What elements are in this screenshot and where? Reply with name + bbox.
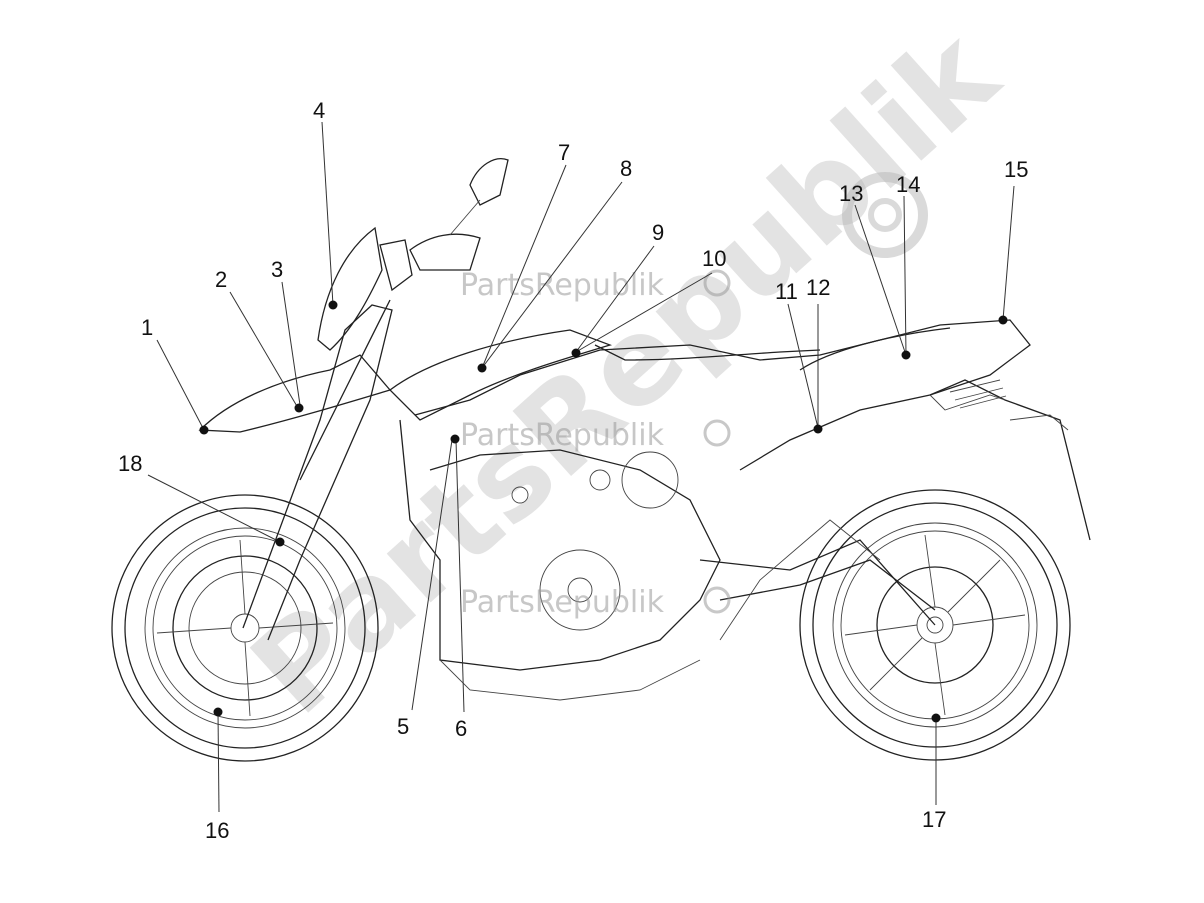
callout-11: 11 (775, 279, 798, 304)
callout-dot-1 (199, 425, 209, 435)
rear-wheel (799, 489, 1071, 761)
gear-icon (703, 419, 731, 447)
callout-5: 5 (397, 714, 409, 739)
watermark-text-2: PartsRepublik (460, 418, 665, 453)
callout-dot-9-10 (571, 348, 581, 358)
watermark-diagonal-text: PartsRepublik (226, 3, 1025, 742)
watermark-label-2: PartsRepublik (460, 418, 731, 453)
callout-10: 10 (702, 246, 726, 271)
callout-dot-17 (931, 713, 941, 723)
watermark-label-3: PartsRepublik (460, 585, 731, 620)
callout-dot-11-12 (813, 424, 823, 434)
callout-18: 18 (118, 451, 142, 476)
callout-1: 1 (141, 315, 153, 340)
callout-7: 7 (558, 140, 570, 165)
callout-4: 4 (313, 98, 325, 123)
motorcycle-body (198, 158, 1091, 701)
callout-3: 3 (271, 257, 283, 282)
callout-dot-2-3 (294, 403, 304, 413)
callout-17: 17 (922, 807, 946, 832)
watermark-label-1: PartsRepublik (460, 268, 731, 303)
watermark-text-3: PartsRepublik (460, 585, 665, 620)
callout-dot-5-6 (450, 434, 460, 444)
callout-6: 6 (455, 716, 467, 741)
callout-dots (199, 300, 1008, 723)
watermark-text-1: PartsRepublik (460, 268, 665, 303)
callout-8: 8 (620, 156, 632, 181)
leader-lines (147, 121, 1015, 813)
watermark-gear-large-icon (842, 172, 928, 258)
callout-dot-15 (998, 315, 1008, 325)
callout-15: 15 (1004, 157, 1028, 182)
callout-dot-16 (213, 707, 223, 717)
callout-dot-7-8 (477, 363, 487, 373)
callout-dot-4 (328, 300, 338, 310)
callout-2: 2 (215, 267, 227, 292)
callout-12: 12 (806, 275, 830, 300)
gear-icon (703, 586, 731, 614)
callout-14: 14 (896, 172, 920, 197)
callout-16: 16 (205, 818, 229, 843)
callout-dot-13-14 (901, 350, 911, 360)
callout-9: 9 (652, 220, 664, 245)
front-wheel (111, 494, 379, 762)
callout-dot-18 (275, 537, 285, 547)
callout-labels: 1 2 3 4 5 6 7 8 9 10 11 12 13 14 15 16 1… (118, 98, 1028, 843)
callout-13: 13 (839, 181, 863, 206)
gear-icon (703, 269, 731, 297)
watermark-diagonal: PartsRepublik (226, 3, 1025, 742)
